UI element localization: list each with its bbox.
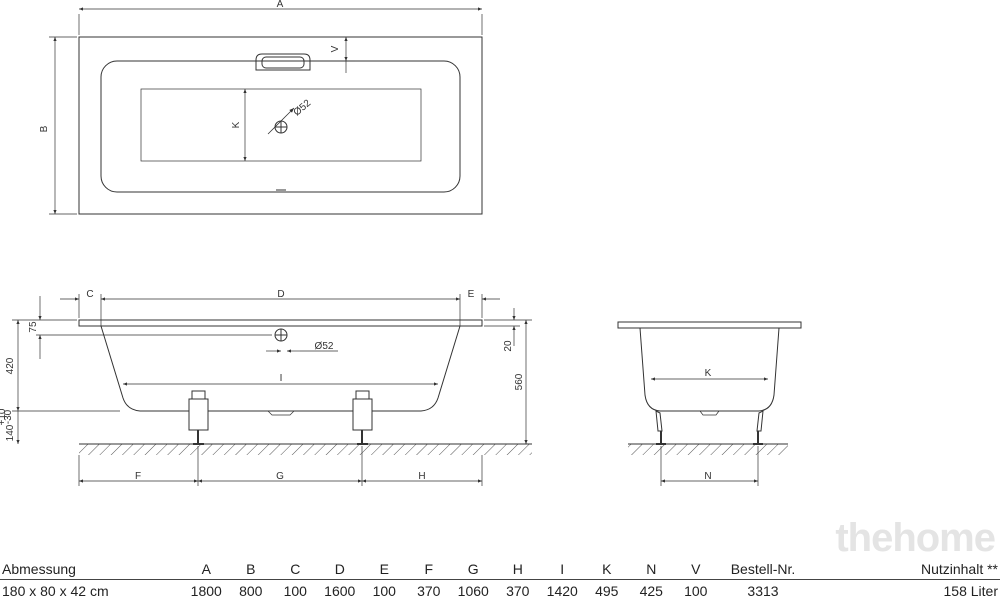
dimension-table: Abmessung A B C D E F G H I K N V Bestel… bbox=[0, 558, 1000, 601]
side-diameter-label: Ø52 bbox=[315, 341, 334, 352]
dim-i-label: I bbox=[280, 373, 283, 384]
tub-bottom bbox=[140, 88, 422, 162]
table-header-cell: I bbox=[540, 558, 585, 580]
table-cell: 1420 bbox=[546, 582, 578, 599]
drain-diameter-label: Ø52 bbox=[292, 98, 314, 119]
end-view bbox=[617, 321, 802, 486]
table-cell: 425 bbox=[639, 582, 663, 599]
dim-k-label: K bbox=[231, 121, 242, 128]
table-header-cell: G bbox=[451, 558, 496, 580]
table-header-cell: Abmessung bbox=[0, 558, 184, 580]
dim-20-label: 20 bbox=[503, 340, 514, 352]
end-dim-n-label: N bbox=[704, 471, 711, 482]
table-header-row: Abmessung A B C D E F G H I K N V Bestel… bbox=[0, 558, 1000, 580]
end-foot-right bbox=[753, 410, 764, 445]
table-cell: 100 bbox=[684, 582, 708, 599]
table-row: 180 x 80 x 42 cm 1800 800 100 1600 100 3… bbox=[0, 580, 1000, 601]
overflow-handle bbox=[261, 56, 305, 69]
floor-hatch bbox=[79, 444, 532, 455]
dim-e-label: E bbox=[468, 289, 475, 300]
foot-left bbox=[188, 390, 209, 445]
table-cell: 495 bbox=[595, 582, 619, 599]
dim-420-label: 420 bbox=[5, 357, 16, 374]
table-header-cell: B bbox=[228, 558, 273, 580]
foot-right bbox=[352, 390, 373, 445]
table-cell: 370 bbox=[506, 582, 530, 599]
dim-tol-plus-label: +10 bbox=[0, 408, 8, 425]
table-header-cell: F bbox=[406, 558, 451, 580]
table-header-cell: E bbox=[362, 558, 407, 580]
tub-inner-rim bbox=[100, 60, 461, 193]
overflow-recess bbox=[255, 53, 311, 71]
table-header-cell: D bbox=[317, 558, 362, 580]
table-cell: 1800 bbox=[190, 582, 222, 599]
side-view bbox=[12, 294, 532, 486]
table-header-cell: Nutzinhalt ** bbox=[808, 558, 1000, 580]
dim-b-label: B bbox=[39, 125, 50, 132]
end-body bbox=[639, 327, 780, 412]
table-header-cell: V bbox=[673, 558, 718, 580]
table-header-cell: A bbox=[184, 558, 229, 580]
dim-75-label: 75 bbox=[28, 321, 39, 333]
dim-a-label: A bbox=[277, 0, 284, 10]
table-header-cell: C bbox=[273, 558, 318, 580]
end-dim-k-label: K bbox=[705, 368, 712, 379]
dim-tol-minus-label: -30 bbox=[3, 409, 14, 424]
end-floor-hatch bbox=[628, 444, 788, 455]
table-cell: 180 x 80 x 42 cm bbox=[2, 582, 109, 599]
tub-outline bbox=[78, 36, 483, 215]
table-cell: 1060 bbox=[457, 582, 489, 599]
top-view bbox=[49, 7, 483, 215]
dim-f-label: F bbox=[135, 471, 141, 482]
end-rim bbox=[617, 321, 802, 329]
table-header-cell: Bestell-Nr. bbox=[718, 558, 808, 580]
table-cell: 800 bbox=[239, 582, 263, 599]
dim-v-label: V bbox=[330, 45, 341, 52]
table-cell: 100 bbox=[283, 582, 307, 599]
dim-c-label: C bbox=[86, 289, 93, 300]
dim-560-label: 560 bbox=[514, 373, 525, 390]
table-header-cell: H bbox=[495, 558, 540, 580]
table-cell: 1600 bbox=[324, 582, 356, 599]
technical-drawing: A B V K Ø52 bbox=[0, 0, 996, 552]
tub-body-side bbox=[100, 325, 461, 412]
dim-h-label: H bbox=[418, 471, 425, 482]
table-header-cell: K bbox=[584, 558, 629, 580]
tub-rim-side bbox=[78, 319, 483, 327]
dim-140-label: 140 bbox=[5, 424, 16, 441]
table-cell: 370 bbox=[417, 582, 441, 599]
table-header-cell: N bbox=[629, 558, 674, 580]
watermark: thehome bbox=[835, 516, 995, 552]
table-cell: 100 bbox=[372, 582, 396, 599]
table-cell: 3313 bbox=[747, 582, 779, 599]
table-cell: 158 Liter bbox=[943, 582, 998, 599]
dim-g-label: G bbox=[276, 471, 284, 482]
end-foot-left bbox=[655, 410, 666, 445]
dim-d-label: D bbox=[277, 289, 284, 300]
